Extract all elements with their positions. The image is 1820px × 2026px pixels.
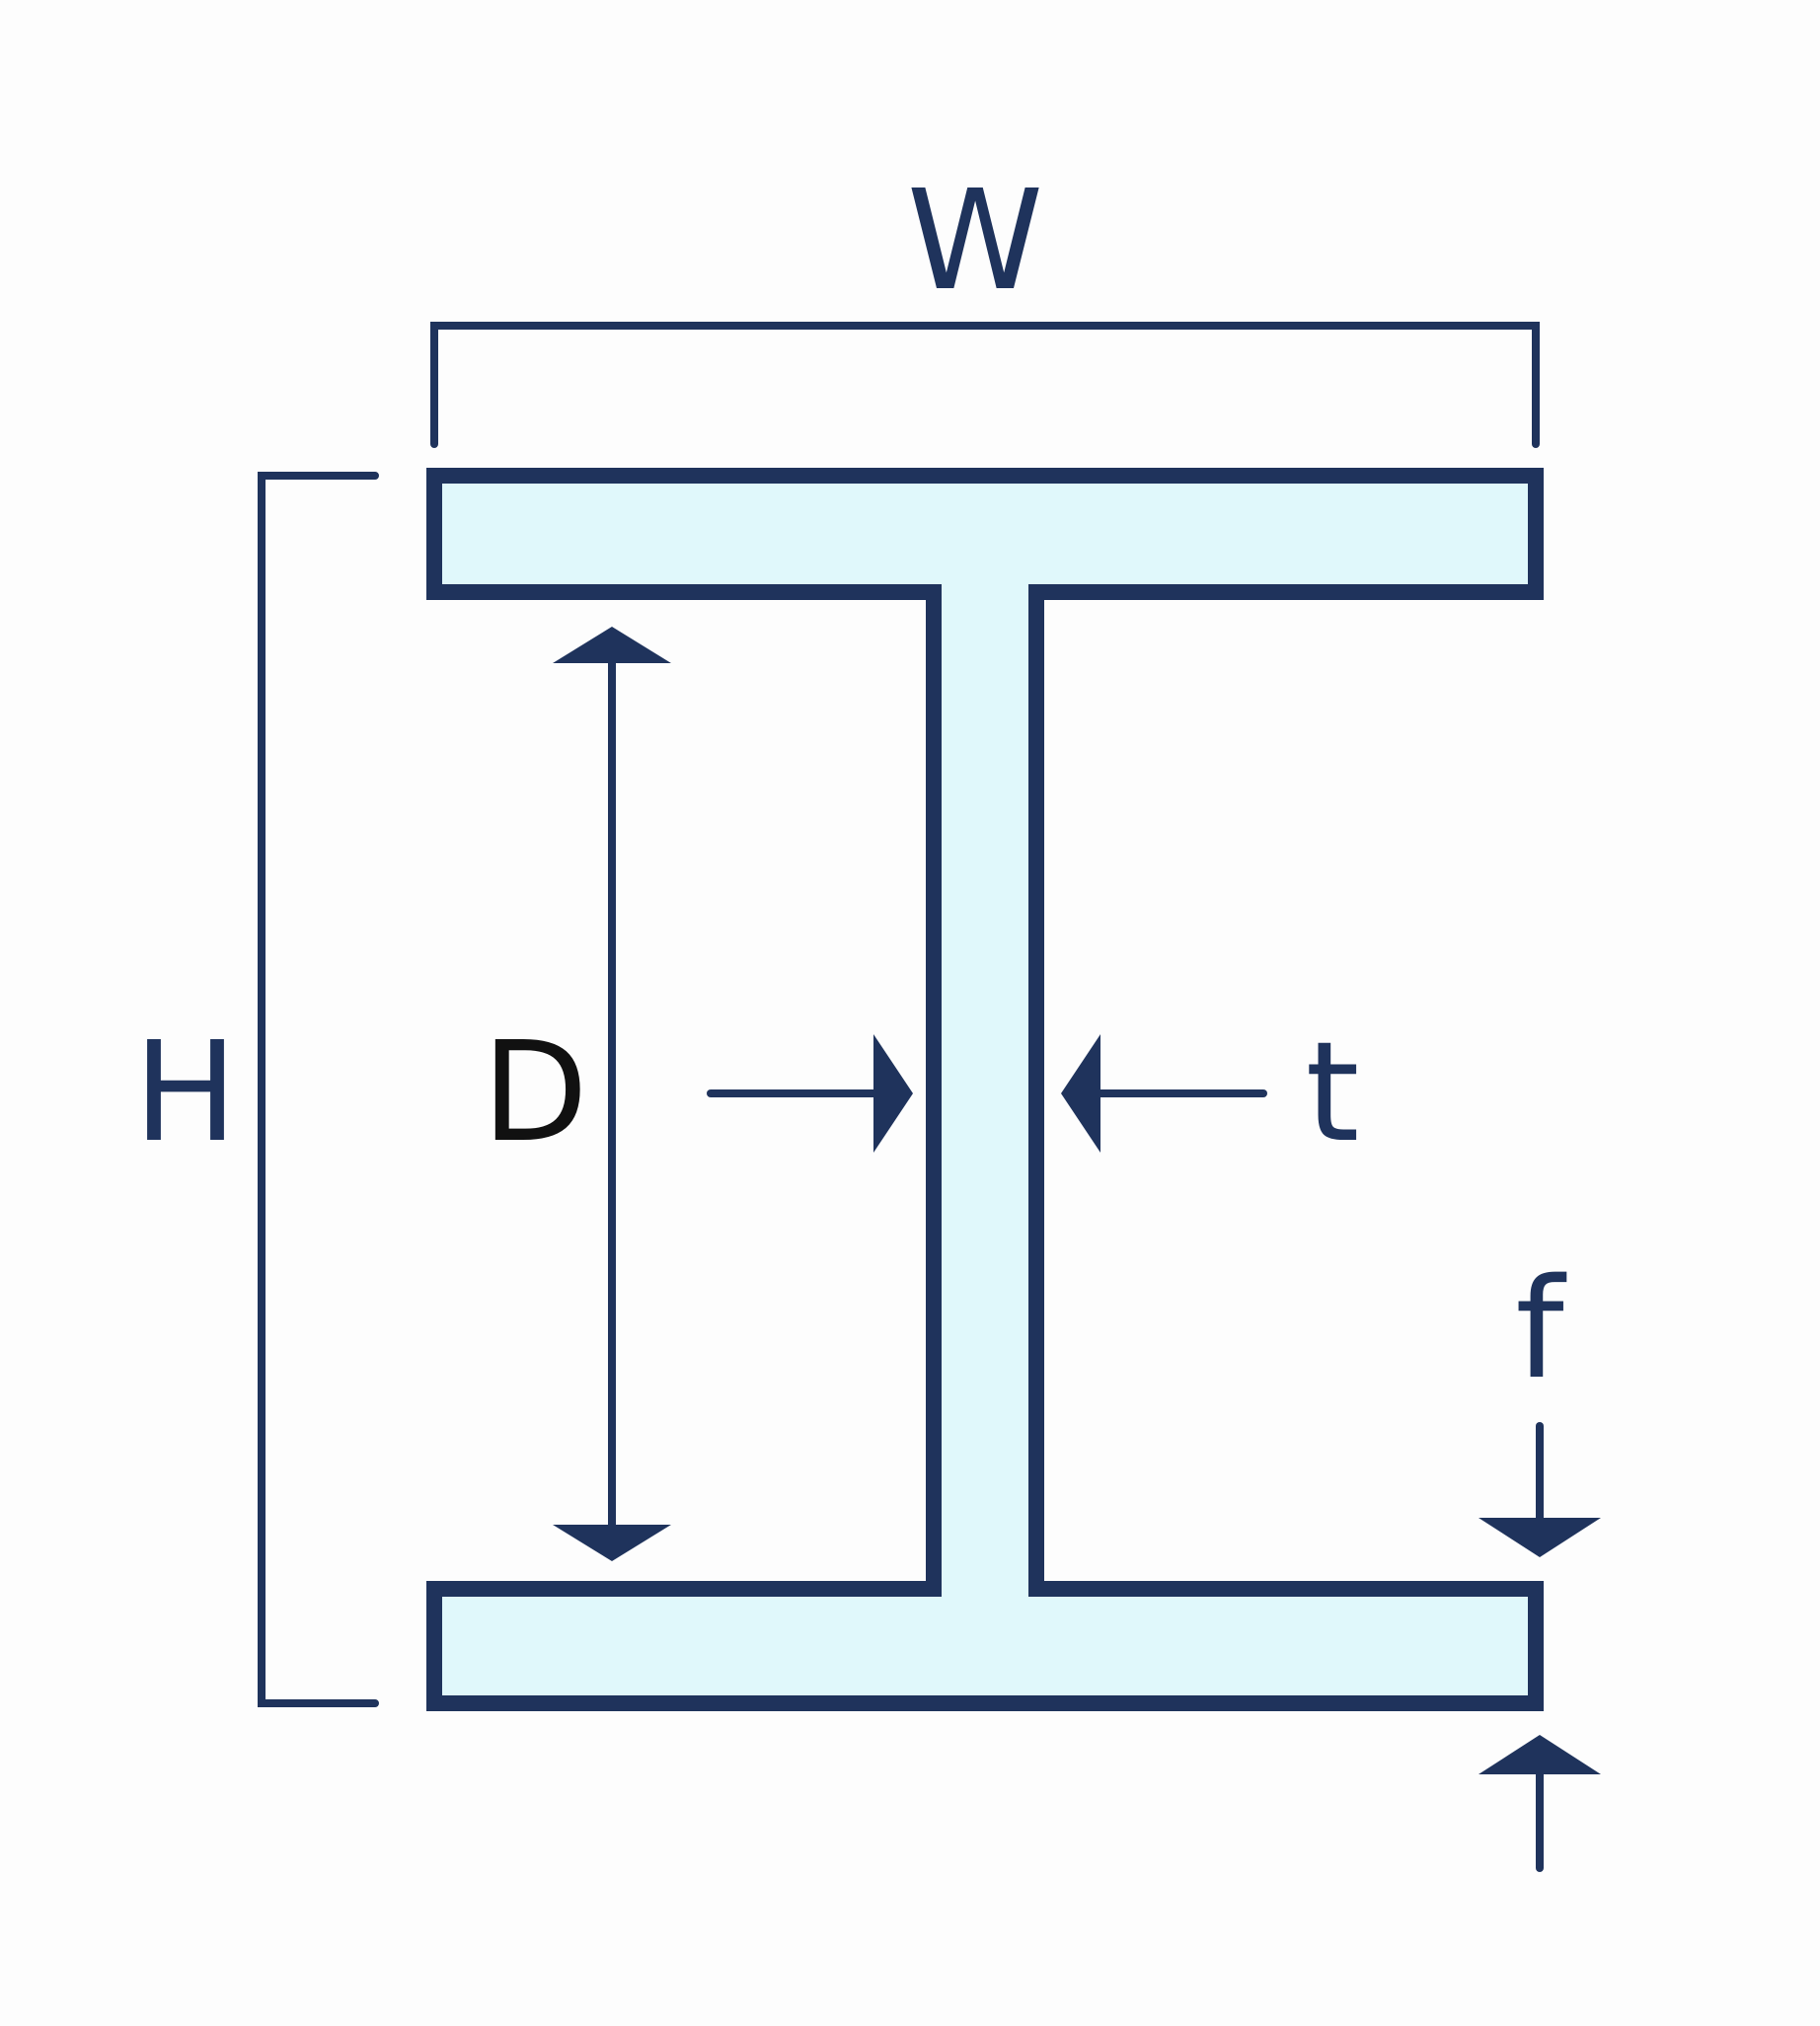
web-thickness-arrow-right-head xyxy=(1061,1034,1100,1153)
depth-arrow-head-top xyxy=(553,627,671,663)
web-thickness-arrow-left-head xyxy=(873,1034,913,1153)
flange-thickness-label: f xyxy=(1515,1249,1566,1410)
depth-arrow-head-bottom xyxy=(553,1525,671,1561)
width-label: W xyxy=(907,161,1043,322)
flange-thickness-arrow-bottom-head xyxy=(1479,1735,1601,1774)
height-label: H xyxy=(133,1013,237,1173)
i-beam-section xyxy=(426,468,1544,1711)
width-bracket xyxy=(430,322,1540,448)
depth-label: D xyxy=(482,1013,588,1173)
height-bracket xyxy=(258,472,379,1707)
web-thickness-label: t xyxy=(1306,1013,1360,1173)
flange-thickness-arrow-top-head xyxy=(1479,1518,1601,1557)
